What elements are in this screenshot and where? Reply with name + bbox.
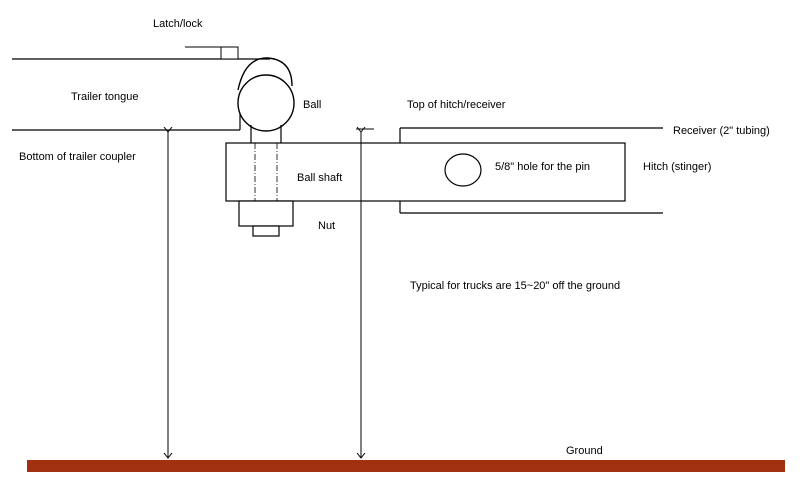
label-trailer-tongue: Trailer tongue [71,91,138,103]
coupler-hood [237,57,293,91]
label-ball-shaft: Ball shaft [297,172,342,184]
label-ball: Ball [303,99,321,111]
shaft-end [252,225,280,237]
label-top-of-hitch: Top of hitch/receiver [407,99,506,111]
label-hitch: Hitch (stinger) [643,161,711,173]
label-ground: Ground [566,445,603,457]
latch-body [220,46,239,60]
label-typical: Typical for trucks are 15~20" off the gr… [410,280,620,292]
label-bottom-coupler: Bottom of trailer coupler [19,151,136,163]
label-pin-hole: 5/8" hole for the pin [495,161,590,173]
nut-shape [238,200,294,227]
ground-bar [27,460,785,472]
hitch-bar [225,142,626,202]
label-receiver: Receiver (2" tubing) [673,125,770,137]
ball-shape [237,74,295,132]
label-nut: Nut [318,220,335,232]
pin-hole [444,153,482,187]
label-latch: Latch/lock [153,18,203,30]
